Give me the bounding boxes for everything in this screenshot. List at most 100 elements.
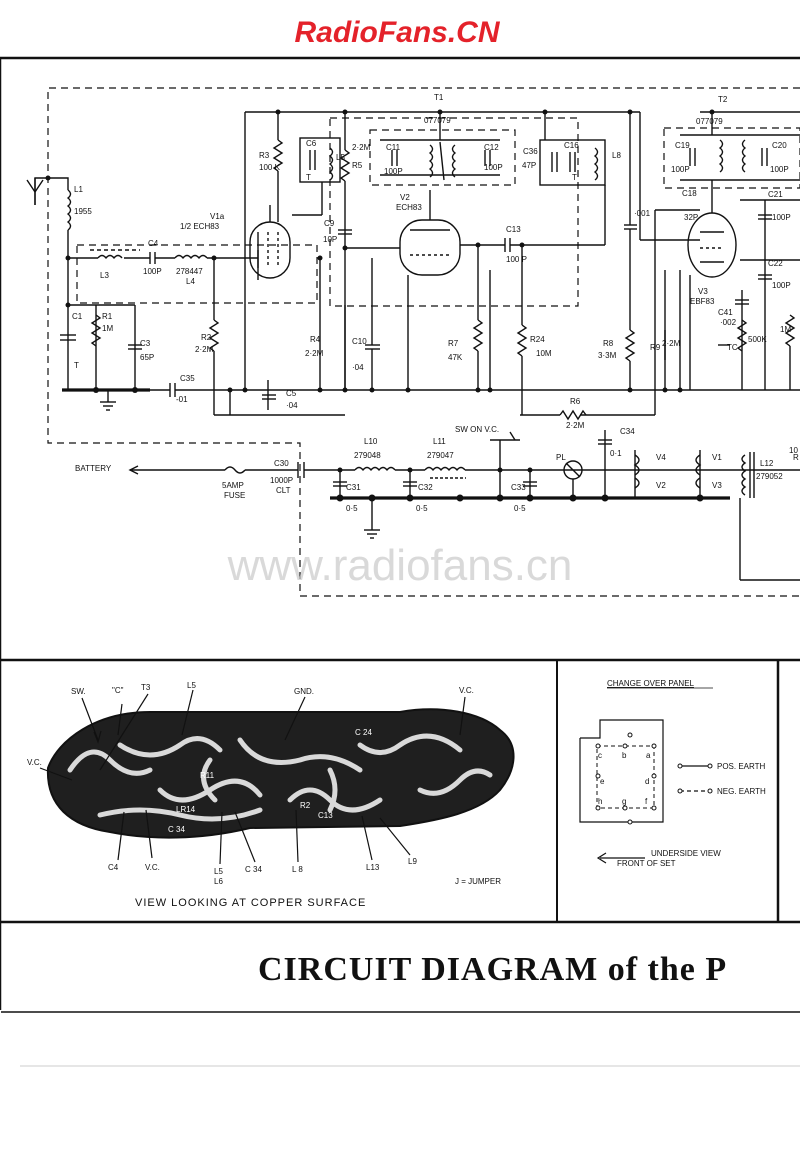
label-C19-value: 100P bbox=[671, 165, 690, 174]
label-L4: L4 bbox=[186, 277, 195, 286]
label-C11: C11 bbox=[386, 143, 401, 152]
label-L5: L5 bbox=[336, 153, 345, 162]
label-V2: V2 bbox=[400, 193, 410, 202]
label-R5-value: 2·2M bbox=[352, 143, 371, 152]
label-C35-value: -01 bbox=[176, 395, 188, 404]
board-jumper-note: J = JUMPER bbox=[455, 877, 501, 886]
panel-pin-c: c bbox=[598, 751, 602, 760]
label-C30-value: 1000P bbox=[270, 476, 293, 485]
panel-pin-g: g bbox=[622, 797, 626, 806]
label-R24-value: 10M bbox=[536, 349, 552, 358]
printed-circuit-board bbox=[39, 689, 515, 865]
label-C31-value: 0·5 bbox=[346, 504, 358, 513]
label-V2-value: ECH83 bbox=[396, 203, 422, 212]
label-fuse-amp: 5AMP bbox=[222, 481, 244, 490]
board-label-t3: T3 bbox=[141, 683, 151, 692]
label-R7-value: 47K bbox=[448, 353, 463, 362]
page-frame bbox=[0, 56, 800, 1067]
label-R3-value: 100 K bbox=[259, 163, 281, 172]
label-C4-value: 100P bbox=[143, 267, 162, 276]
board-label-l5-bottom: L5 bbox=[214, 867, 223, 876]
label-C34: C34 bbox=[620, 427, 635, 436]
label-V1: V1 bbox=[712, 453, 722, 462]
panel-pos-earth: POS. EARTH bbox=[717, 762, 766, 771]
label-L1-value: 1955 bbox=[74, 207, 92, 216]
board-label-l5: L5 bbox=[187, 681, 196, 690]
label-T1-value: 077079 bbox=[424, 116, 451, 125]
label-R1-value: 1M bbox=[102, 324, 113, 333]
label-C5: C5 bbox=[286, 389, 297, 398]
label-C5-value: ·04 bbox=[286, 401, 298, 410]
label-C20: C20 bbox=[772, 141, 787, 150]
label-L3: L3 bbox=[100, 271, 109, 280]
label-C16: C16 bbox=[564, 141, 579, 150]
label-C13: C13 bbox=[506, 225, 521, 234]
label-L11-value: 279047 bbox=[427, 451, 454, 460]
label-C32-value: 0·5 bbox=[416, 504, 428, 513]
label-R8-value: 3·3M bbox=[598, 351, 617, 360]
board-label-l9: L9 bbox=[408, 857, 417, 866]
label-R9: R9 bbox=[650, 343, 661, 352]
panel-pin-e: e bbox=[600, 777, 605, 786]
label-C12-value: 100P bbox=[484, 163, 503, 172]
label-PL: PL bbox=[556, 453, 566, 462]
label-L4-value: 278447 bbox=[176, 267, 203, 276]
label-R4-value: 2·2M bbox=[305, 349, 324, 358]
label-C18: C18 bbox=[682, 189, 697, 198]
label-R-1M: 1M bbox=[780, 325, 791, 334]
board-label-l8: L 8 bbox=[292, 865, 303, 874]
label-C33-value: 0·5 bbox=[514, 504, 526, 513]
label-C30: C30 bbox=[274, 459, 289, 468]
label-R9-value: 2·2M bbox=[662, 339, 681, 348]
board-label-c34: C 34 bbox=[245, 865, 262, 874]
label-C6: C6 bbox=[306, 139, 317, 148]
label-L12: L12 bbox=[760, 459, 774, 468]
board-trace-c24: C 24 bbox=[355, 728, 372, 737]
board-trace-c13: C13 bbox=[318, 811, 333, 820]
change-over-panel: CHANGE OVER PANEL c b a e d h g f POS. E… bbox=[579, 679, 766, 868]
panel-front-of-set: FRONT OF SET bbox=[617, 859, 676, 868]
label-C19: C19 bbox=[675, 141, 690, 150]
label-C36: C36 bbox=[523, 147, 538, 156]
label-C10: C10 bbox=[352, 337, 367, 346]
label-V1a: V1a bbox=[210, 212, 225, 221]
label-L10: L10 bbox=[364, 437, 378, 446]
label-C9-value: 10P bbox=[323, 235, 337, 244]
label-L8: L8 bbox=[612, 151, 621, 160]
label-R6-value: 2·2M bbox=[566, 421, 585, 430]
watermark-mid: www.radiofans.cn bbox=[227, 541, 573, 590]
label-R24: R24 bbox=[530, 335, 545, 344]
label-R1: R1 bbox=[102, 312, 113, 321]
panel-pin-a: a bbox=[646, 751, 651, 760]
label-C3: C3 bbox=[140, 339, 151, 348]
label-C33: C33 bbox=[511, 483, 526, 492]
board-label-c: "C" bbox=[112, 686, 124, 695]
label-C9: C9 bbox=[324, 219, 335, 228]
label-C4: C4 bbox=[148, 239, 159, 248]
label-R2-value: 2·2M bbox=[195, 345, 214, 354]
panel-neg-earth: NEG. EARTH bbox=[717, 787, 766, 796]
schematic-wiring bbox=[26, 111, 800, 581]
label-C001: ·001 bbox=[634, 209, 651, 218]
label-C1: C1 bbox=[72, 312, 83, 321]
label-C18-value: 32P bbox=[684, 213, 698, 222]
label-sw-on-vc: SW ON V.C. bbox=[455, 425, 499, 434]
label-C21: C21 bbox=[768, 190, 783, 199]
label-C34-value: 0·1 bbox=[610, 449, 622, 458]
label-C13-value: 100 P bbox=[506, 255, 527, 264]
label-C21-value: 100P bbox=[772, 213, 791, 222]
board-caption: VIEW LOOKING AT COPPER SURFACE bbox=[135, 897, 366, 909]
label-V2-power: V2 bbox=[656, 481, 666, 490]
chassis-outline bbox=[47, 87, 800, 597]
label-L11: L11 bbox=[433, 437, 446, 446]
label-R3: R3 bbox=[259, 151, 270, 160]
label-C22: C22 bbox=[768, 259, 783, 268]
label-C12: C12 bbox=[484, 143, 499, 152]
board-label-sw: SW. bbox=[71, 687, 86, 696]
label-R-right: R bbox=[793, 453, 799, 462]
label-V3-power: V3 bbox=[712, 481, 722, 490]
board-trace-lr14: LR14 bbox=[176, 805, 196, 814]
label-C1-T: T bbox=[74, 361, 79, 370]
label-R2: R2 bbox=[201, 333, 212, 342]
